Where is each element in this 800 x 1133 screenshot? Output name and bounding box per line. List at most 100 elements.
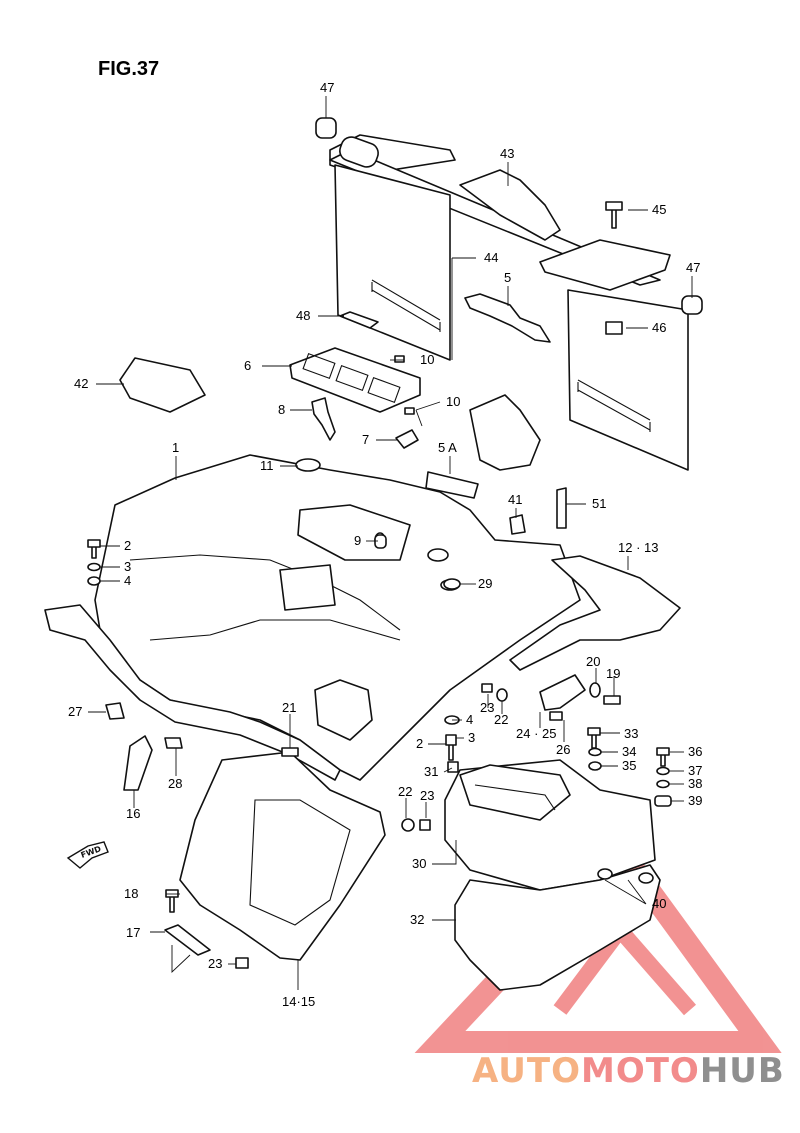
grommet-22b: [401, 818, 415, 832]
nut-23c: [235, 957, 249, 969]
label-46: 46: [652, 320, 666, 335]
label-3-b: 3: [468, 730, 475, 745]
label-30: 30: [412, 856, 426, 871]
luggage-rack: [329, 134, 671, 291]
emblem-5: [464, 293, 551, 343]
label-3-a: 3: [124, 559, 131, 574]
leader-lines: [88, 96, 693, 990]
cushion-39: [654, 795, 672, 807]
bolt-36: [656, 747, 670, 767]
washer-34: [588, 747, 602, 757]
label-12-13: 12 · 13: [618, 540, 658, 555]
label-5: 5: [504, 270, 511, 285]
bracket-5a: [469, 394, 541, 471]
label-7: 7: [362, 432, 369, 447]
label-32: 32: [410, 912, 424, 927]
label-4-b: 4: [466, 712, 473, 727]
label-37: 37: [688, 763, 702, 778]
rear-fender-1: [94, 454, 581, 781]
bolt-19: [603, 695, 621, 705]
bolt-26: [549, 711, 563, 721]
label-8: 8: [278, 402, 285, 417]
nut-23b: [419, 819, 431, 831]
mud-flaps: [334, 164, 689, 471]
label-9: 9: [354, 533, 361, 548]
strip-51: [556, 487, 567, 529]
label-44: 44: [484, 250, 498, 265]
nut-35: [588, 761, 602, 771]
tray-6: [289, 347, 421, 413]
badge-5a: [425, 471, 479, 499]
label-28: 28: [168, 776, 182, 791]
bolt-45: [605, 201, 623, 229]
battery-case-30: [444, 759, 656, 891]
grommet-22a: [496, 688, 508, 702]
screw-23a: [481, 683, 493, 693]
label-34: 34: [622, 744, 636, 759]
svg-text:AUTOMOTOHUB: AUTOMOTOHUB: [472, 1051, 785, 1091]
label-23-c: 23: [208, 956, 222, 971]
label-47-right: 47: [686, 260, 700, 275]
bracket-7: [395, 429, 419, 449]
label-19: 19: [606, 666, 620, 681]
label-23-b: 23: [420, 788, 434, 803]
label-36: 36: [688, 744, 702, 759]
tool-bag-42: [119, 357, 206, 413]
label-45: 45: [652, 202, 666, 217]
label-21: 21: [282, 700, 296, 715]
bolt-2b: [445, 734, 457, 761]
label-42: 42: [74, 376, 88, 391]
pad-41: [509, 514, 526, 535]
callout-labels: 47 43 45 44 47 5 48 46 6 10 42 8 10 7 5 …: [68, 80, 702, 1009]
watermark-text: AUTOMOTOHUB: [472, 1051, 785, 1091]
label-11: 11: [260, 458, 274, 473]
plate-48: [339, 311, 379, 329]
label-39: 39: [688, 793, 702, 808]
forward-arrow-icon: FWD: [66, 841, 109, 869]
label-29: 29: [478, 576, 492, 591]
side-panel-12-13: [509, 555, 681, 671]
washer-37: [656, 766, 670, 776]
watermark-word-c: HUB: [700, 1051, 785, 1091]
label-33: 33: [624, 726, 638, 741]
label-26: 26: [556, 742, 570, 757]
screw-31: [447, 761, 459, 773]
pad-28: [164, 737, 183, 749]
bolt-18: [165, 889, 179, 913]
label-24-25: 24 · 25: [516, 726, 556, 741]
side-rail-27: [44, 604, 341, 781]
label-14-15: 14·15: [282, 994, 315, 1009]
label-48: 48: [296, 308, 310, 323]
label-43: 43: [500, 146, 514, 161]
clip-27: [105, 702, 125, 720]
cap-47-top: [315, 117, 337, 139]
nut-46: [605, 321, 623, 335]
bolt-2a: [87, 539, 101, 559]
label-2-b: 2: [416, 736, 423, 751]
label-22-a: 22: [494, 712, 508, 727]
cap-47-right: [681, 295, 703, 315]
label-40: 40: [652, 896, 666, 911]
watermark-word-a: AUTO: [472, 1051, 581, 1091]
nut-29: [443, 578, 461, 590]
label-41: 41: [508, 492, 522, 507]
label-10-a: 10: [420, 352, 434, 367]
screw-10b: [404, 407, 415, 415]
cap-9: [374, 534, 387, 549]
bolt-33: [587, 727, 601, 749]
washer-20: [589, 682, 601, 698]
washer-38: [656, 779, 670, 789]
label-51: 51: [592, 496, 606, 511]
label-47-top: 47: [320, 80, 334, 95]
latch-8: [311, 397, 336, 441]
battery-holder-32: [454, 864, 661, 991]
washer-3a: [87, 562, 101, 572]
label-38: 38: [688, 776, 702, 791]
reflector-16: [123, 735, 153, 791]
label-18: 18: [124, 886, 138, 901]
label-27: 27: [68, 704, 82, 719]
label-31: 31: [424, 764, 438, 779]
label-35: 35: [622, 758, 636, 773]
bolt-21: [281, 747, 299, 757]
